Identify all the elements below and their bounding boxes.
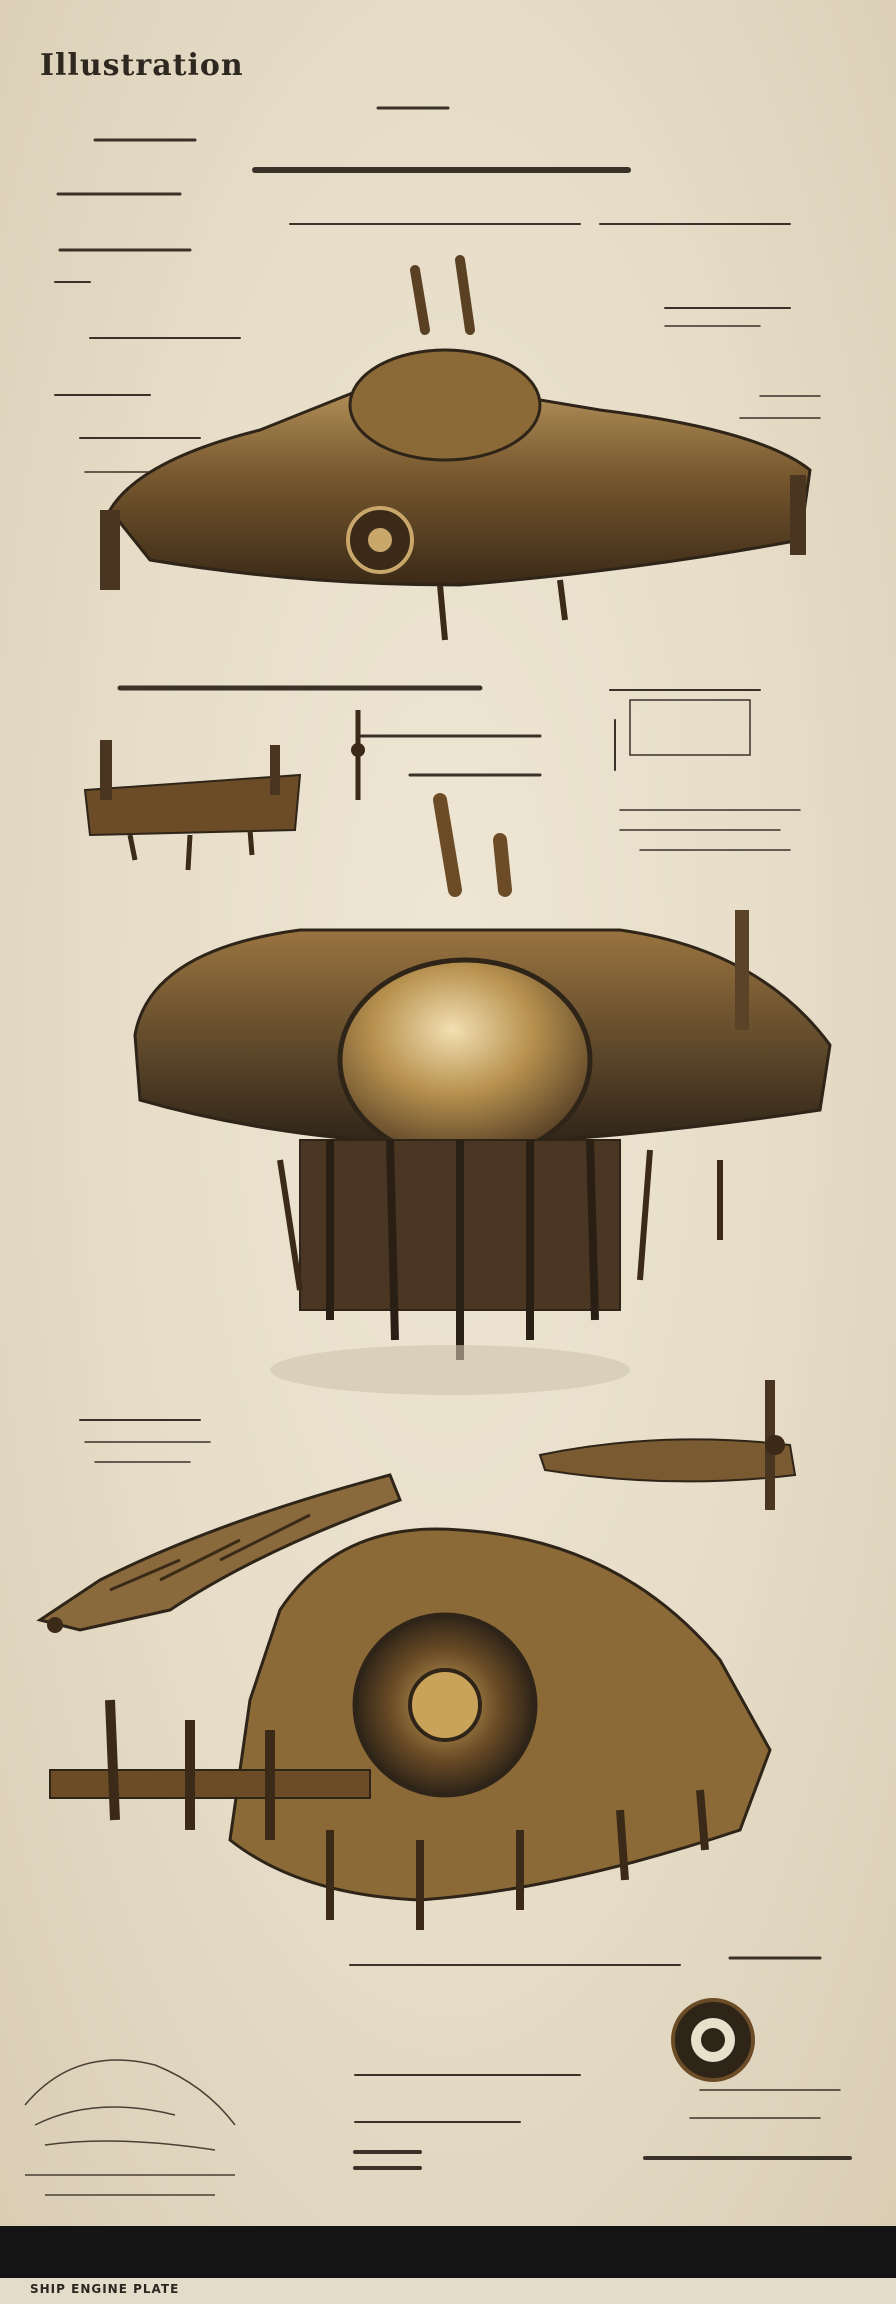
airship-top-view xyxy=(100,255,812,641)
pylon-mark xyxy=(351,710,365,800)
dark-divider-strip xyxy=(0,2226,896,2278)
airship-dome-main xyxy=(133,793,832,1395)
airship-wing-detail xyxy=(36,1473,402,1633)
footer-caption: SHIP ENGINE PLATE xyxy=(0,2278,896,2304)
middle-notes xyxy=(117,685,801,851)
emblem-circle xyxy=(671,1998,755,2082)
detail-sketch xyxy=(24,2059,236,2196)
bottom-notes xyxy=(349,1956,852,2170)
lower-notes xyxy=(79,1419,211,1463)
airship-side-craft xyxy=(538,1380,797,1510)
blueprint-sheet: Illustration xyxy=(0,0,896,2226)
header-notes xyxy=(54,106,821,473)
sheet-title: Illustration xyxy=(40,48,244,83)
airship-small-side xyxy=(83,740,302,871)
airship-engine-front xyxy=(49,1527,772,1930)
footer-caption-left: SHIP ENGINE PLATE xyxy=(30,2282,180,2296)
